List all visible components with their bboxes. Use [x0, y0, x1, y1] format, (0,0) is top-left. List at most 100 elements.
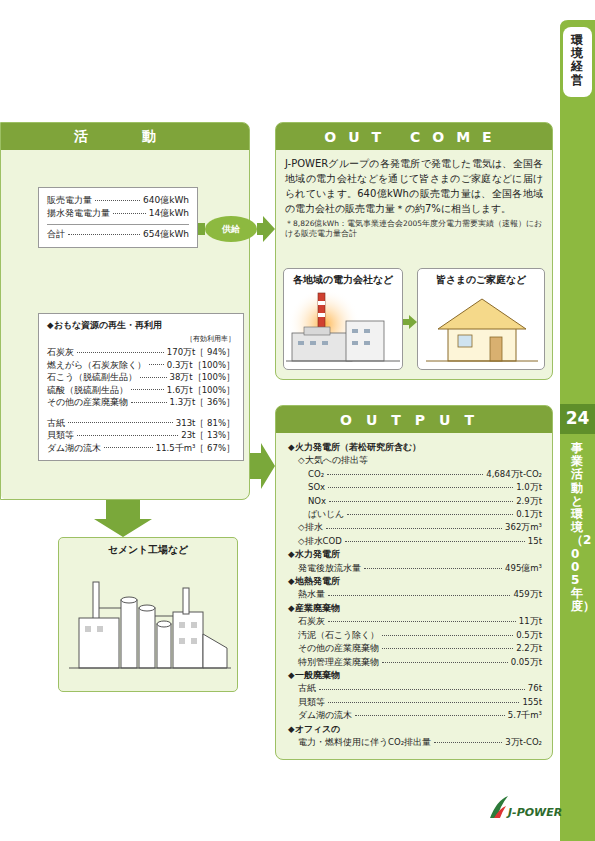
item-label: 貝類等 [298, 696, 325, 709]
list-row: ◆一般廃棄物 [288, 669, 542, 682]
list-row: 熱水量 459万t [288, 588, 542, 601]
item-label: 燃えがら（石炭灰除く） [47, 359, 146, 372]
logo-mark [490, 796, 508, 818]
list-row: ◆地熱発電所 [288, 575, 542, 588]
item-value: 4,684万t-CO₂ [486, 468, 542, 481]
list-row: CO₂4,684万t-CO₂ [288, 468, 542, 481]
item-value: 5.7千m³ [508, 709, 542, 722]
row-gap [47, 409, 235, 417]
item-label: 石炭灰 [298, 615, 325, 628]
supply-oval: 供給 [205, 216, 257, 242]
list-row: 石炭灰 170万t［ 94%］ [47, 346, 235, 359]
item-label: ばいじん [308, 508, 344, 521]
item-value: 1.0万t [516, 481, 542, 494]
item-value: 495億m³ [505, 562, 542, 575]
item-value: 1.6万t［100%］ [167, 384, 235, 397]
item-value: 640億kWh [143, 194, 189, 207]
item-value: 170万t［ 94%］ [167, 346, 235, 359]
box-label: 皆さまのご家庭など [418, 269, 544, 287]
item-label: 特別管理産業廃棄物 [298, 656, 379, 669]
item-value: 15t [528, 535, 542, 548]
list-row: ダム湖の流木11.5千m³［ 67%］ [47, 442, 235, 455]
dot-leader [77, 435, 178, 436]
footnote: ＊8,826億kWh：電気事業連合会2005年度分電力需要実績（速報）における販… [285, 219, 543, 239]
dot-leader [319, 689, 525, 690]
list-row: 発電後放流水量495億m³ [288, 562, 542, 575]
dot-leader [131, 389, 164, 390]
dot-leader [68, 422, 173, 423]
item-value: 2.9万t [516, 495, 542, 508]
dot-leader [345, 541, 525, 542]
row-separator [47, 224, 189, 225]
list-row: 汚泥（石こう除く）0.5万t [288, 629, 542, 642]
arrow-shape [198, 223, 205, 235]
arrow-shape [250, 443, 275, 489]
group-heading: ◆おもな資源の再生・再利用 [47, 320, 235, 332]
factory-illustration [59, 538, 239, 691]
dot-leader [382, 635, 513, 636]
item-value: 76t [528, 682, 542, 695]
list-row: その他の産業廃棄物2.2万t [288, 642, 542, 655]
section-tab-text: 環境経営 [571, 34, 583, 87]
logo-text: J-POWER [508, 806, 562, 819]
item-label: ダム湖の流木 [298, 709, 352, 722]
item-label: ◆水力発電所 [288, 548, 340, 561]
flow-arrow [198, 223, 205, 235]
list-row: 古紙313t［ 81%］ [47, 417, 235, 430]
item-label: その他の産業廃棄物 [47, 396, 128, 409]
item-label: SOx [308, 481, 325, 494]
list-row: 貝類等23t［ 13%］ [47, 429, 235, 442]
list-row: SOx 1.0万t [288, 481, 542, 494]
dot-leader [382, 662, 508, 663]
item-value: 459万t [513, 588, 542, 601]
box-label: 各地域の電力会社など [284, 269, 402, 287]
item-label: 販売電力量 [47, 194, 92, 207]
dot-leader [328, 595, 510, 596]
outcome-text: J-POWERグループの各発電所で発電した電気は、全国各地域の電力会社などを通じ… [285, 156, 543, 216]
dot-leader [328, 702, 519, 703]
dot-leader [104, 447, 153, 448]
list-row: ◇大気への排出等 [288, 454, 542, 467]
item-label: ダム湖の流木 [47, 442, 101, 455]
dot-leader [326, 528, 503, 529]
item-value: 3万t-CO₂ [505, 736, 542, 749]
item-value: 1.3万t［ 36%］ [170, 396, 235, 409]
item-value: 38万t［100%］ [170, 371, 235, 384]
list-row: ◆火力発電所（若松研究所含む） [288, 441, 542, 454]
item-value: 313t［ 81%］ [176, 417, 235, 430]
resource-box: ◆おもな資源の再生・再利用［有効利用率］石炭灰170万t［ 94%］燃えがら（石… [38, 313, 244, 461]
item-label: 熱水量 [298, 588, 325, 601]
list-row: 電力・燃料使用に伴うCO₂排出量3万t-CO₂ [288, 736, 542, 749]
item-label: 揚水発電電力量 [47, 207, 110, 220]
flow-arrow [403, 315, 417, 329]
list-row: 貝類等 155t [288, 696, 542, 709]
item-value: 654億kWh [143, 228, 189, 241]
flow-arrow [250, 443, 275, 489]
list-row: ◆水力発電所 [288, 548, 542, 561]
list-row: ◇排水COD 15t [288, 535, 542, 548]
list-row: 石炭灰 11万t [288, 615, 542, 628]
item-value: 0.05万t [511, 656, 542, 669]
list-row: 燃えがら（石炭灰除く）0.3万t［100%］ [47, 359, 235, 372]
item-value: 11万t [519, 615, 542, 628]
item-value: 155t [522, 696, 542, 709]
flow-arrow [257, 216, 275, 242]
dot-leader [328, 621, 516, 622]
dot-leader [364, 568, 502, 569]
dot-leader [434, 742, 502, 743]
dot-leader [95, 200, 140, 201]
side-tab [563, 27, 592, 97]
page-number-box [560, 404, 595, 434]
item-label: ◇排水 [298, 521, 323, 534]
item-label: 貝類等 [47, 429, 74, 442]
panel-header: OUTPUT [276, 406, 552, 433]
column-note: ［有効利用率］ [47, 334, 235, 344]
item-label: ◆一般廃棄物 [288, 669, 340, 682]
item-label: ◇排水COD [298, 535, 342, 548]
dot-leader [347, 514, 513, 515]
item-value: 2.2万t [516, 642, 542, 655]
item-label: 石炭灰 [47, 346, 74, 359]
page-number: 24 [560, 408, 595, 428]
item-label: NOx [308, 495, 326, 508]
item-value: 14億kWh [149, 207, 189, 220]
